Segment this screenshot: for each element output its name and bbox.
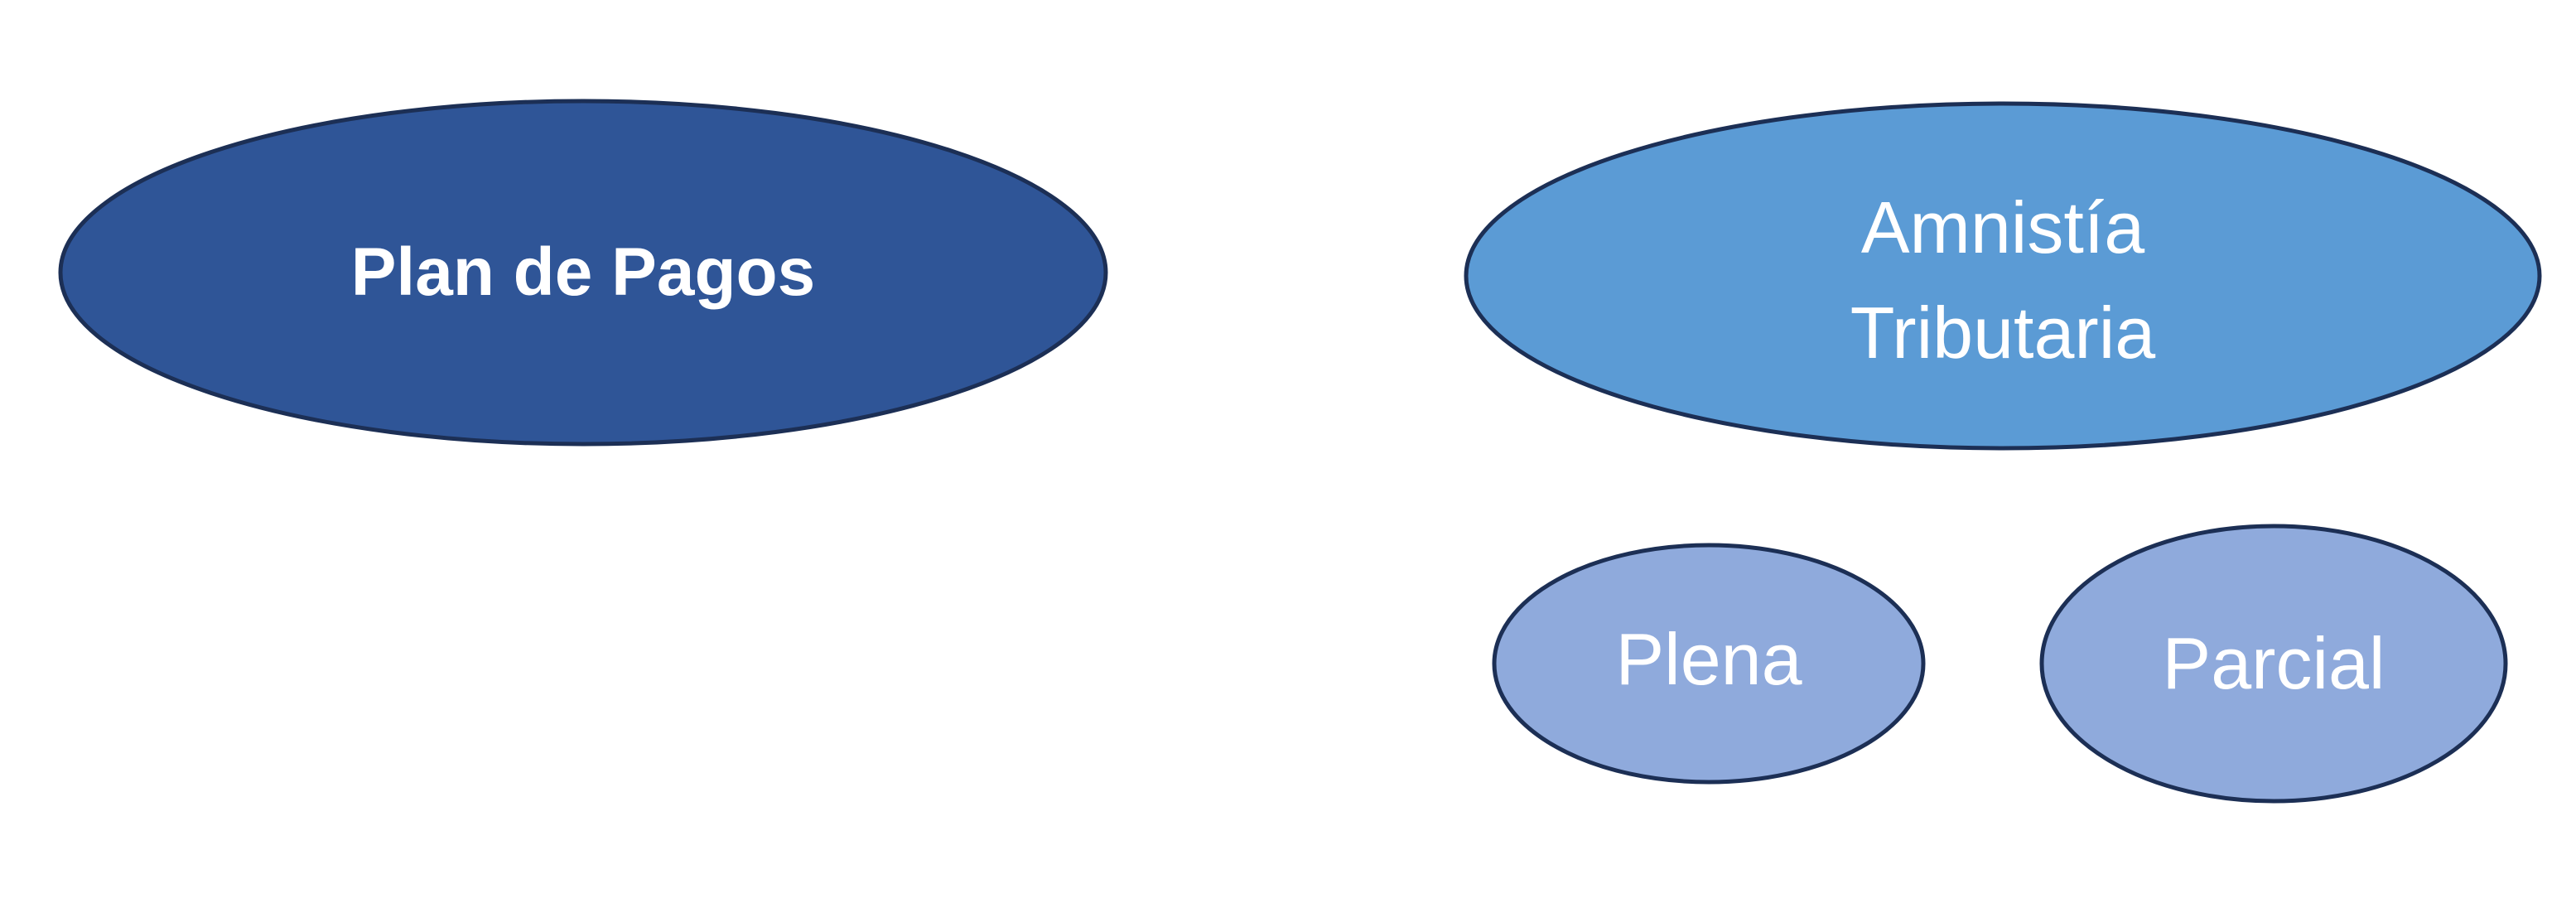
label-amnistia-line1: Amnistía: [1861, 186, 2144, 268]
node-parcial: Parcial: [2039, 524, 2508, 804]
node-plan-de-pagos: Plan de Pagos: [58, 99, 1108, 447]
label-amnistia-line2: Tributaria: [1850, 292, 2155, 374]
ellipse-parcial: [2039, 524, 2508, 804]
ellipse-amnistia-tributaria: [1464, 101, 2542, 451]
node-plena: Plena: [1492, 543, 1926, 785]
label-parcial: Parcial: [2163, 622, 2385, 704]
label-plan-de-pagos: Plan de Pagos: [351, 234, 816, 310]
label-plena: Plena: [1615, 618, 1802, 700]
ellipse-plena: [1492, 543, 1926, 785]
ellipse-plan-de-pagos: [58, 99, 1108, 447]
node-amnistia-tributaria: Amnistía Tributaria: [1464, 101, 2542, 451]
